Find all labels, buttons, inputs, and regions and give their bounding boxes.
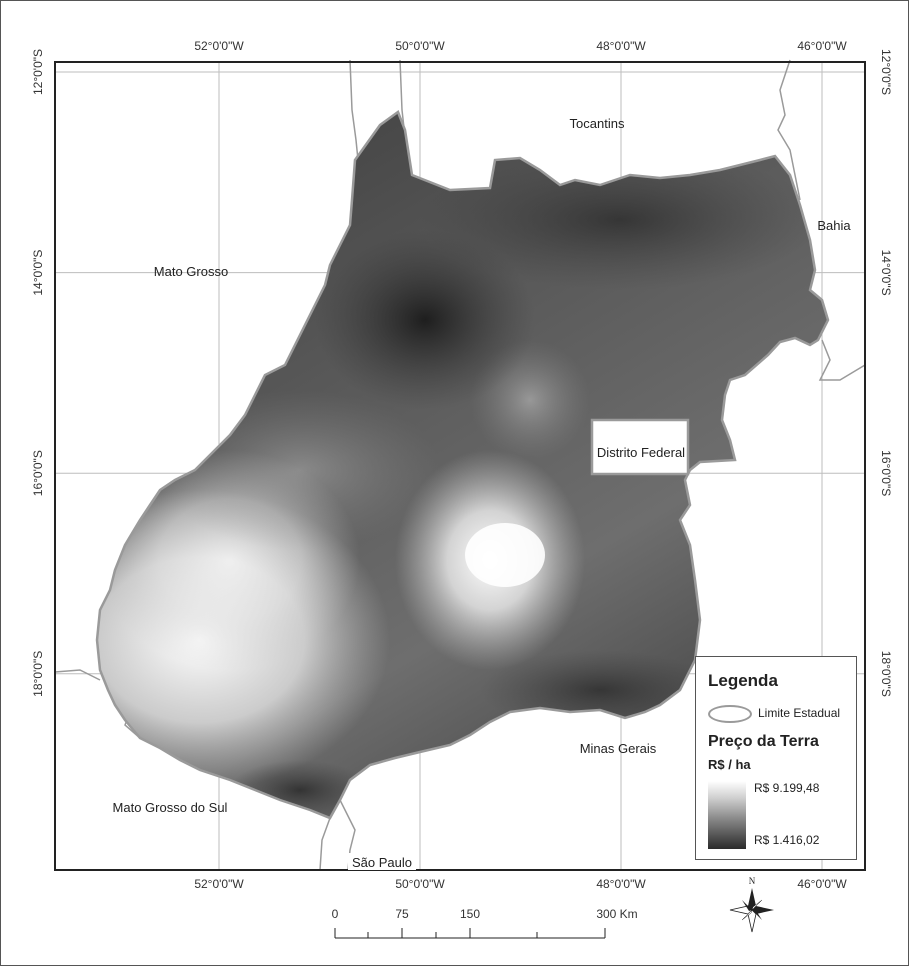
- lon-label-bottom-3: 46°0'0"W: [797, 877, 847, 891]
- label-distrito-federal: Distrito Federal: [597, 445, 685, 460]
- lon-label-top-2: 48°0'0"W: [596, 39, 646, 53]
- lon-label-bottom-2: 48°0'0"W: [596, 877, 646, 891]
- boundary-symbol-icon: [708, 705, 752, 723]
- lat-label-left-0: 12°0'0"S: [31, 49, 45, 95]
- lon-label-top-0: 52°0'0"W: [194, 39, 244, 53]
- price-unit: R$ / ha: [708, 757, 751, 772]
- longitude-labels-top: 52°0'0"W 50°0'0"W 48°0'0"W 46°0'0"W: [194, 39, 847, 53]
- price-title: Preço da Terra: [708, 733, 819, 750]
- lat-label-left-2: 16°0'0"S: [31, 450, 45, 496]
- label-mato-grosso: Mato Grosso: [154, 264, 228, 279]
- label-bahia: Bahia: [817, 218, 851, 233]
- scale-bar: [334, 928, 606, 939]
- lat-label-left-1: 14°0'0"S: [31, 250, 45, 296]
- lat-label-right-0: 12°0'0"S: [879, 49, 893, 95]
- map-frame: [54, 61, 866, 871]
- scale-tick-75: 75: [395, 907, 409, 921]
- scale-tick-0: 0: [332, 907, 339, 921]
- legend-box: Legenda Limite Estadual Preço da Terra R…: [695, 656, 857, 860]
- longitude-labels-bottom: 52°0'0"W 50°0'0"W 48°0'0"W 46°0'0"W: [194, 877, 847, 891]
- lon-label-top-3: 46°0'0"W: [797, 39, 847, 53]
- color-ramp: [708, 781, 746, 849]
- lat-label-right-2: 16°0'0"S: [879, 450, 893, 496]
- neighbor-state-boundaries: [54, 59, 866, 871]
- lat-label-right-3: 18°0'0"S: [879, 651, 893, 697]
- latitude-labels-right: 12°0'0"S 14°0'0"S 16°0'0"S 18°0'0"S: [879, 49, 893, 697]
- lon-label-bottom-1: 50°0'0"W: [395, 877, 445, 891]
- north-label: N: [749, 876, 756, 886]
- lat-label-right-1: 14°0'0"S: [879, 250, 893, 296]
- north-arrow-icon: N: [729, 876, 774, 933]
- distrito-federal-area: [590, 418, 690, 476]
- boundary-label: Limite Estadual: [758, 706, 841, 720]
- label-minas-gerais: Minas Gerais: [580, 741, 657, 756]
- label-mato-grosso-do-sul: Mato Grosso do Sul: [113, 800, 228, 815]
- max-price-label: R$ 9.199,48: [754, 781, 820, 795]
- lat-label-left-3: 18°0'0"S: [31, 651, 45, 697]
- scale-tick-150: 150: [460, 907, 480, 921]
- lon-label-top-1: 50°0'0"W: [395, 39, 445, 53]
- label-tocantins: Tocantins: [570, 116, 625, 131]
- lon-label-bottom-0: 52°0'0"W: [194, 877, 244, 891]
- latitude-labels-left: 12°0'0"S 14°0'0"S 16°0'0"S 18°0'0"S: [31, 49, 45, 697]
- label-sao-paulo-bg: [348, 853, 416, 870]
- label-sao-paulo: São Paulo: [352, 855, 412, 870]
- legend-title: Legenda: [708, 671, 778, 690]
- min-price-label: R$ 1.416,02: [754, 833, 820, 847]
- scale-tick-300: 300 Km: [596, 907, 637, 921]
